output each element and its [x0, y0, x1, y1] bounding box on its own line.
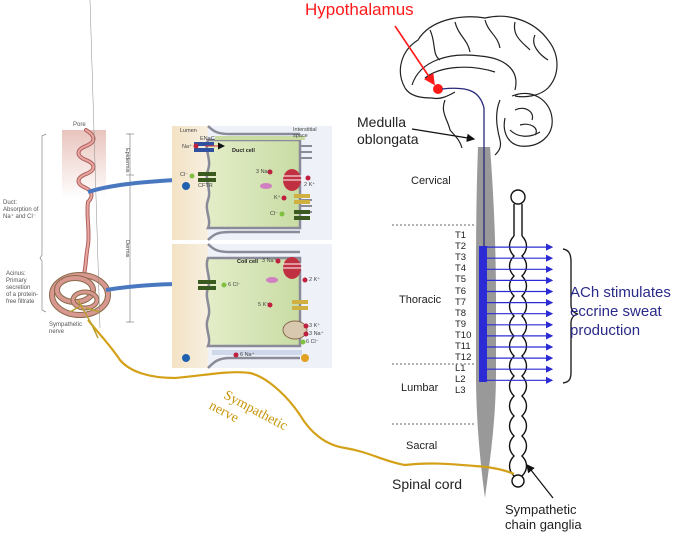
coil-to-cell-arrow [105, 282, 181, 292]
medulla-arrow [411, 128, 476, 142]
outflow-label-line3: production [570, 322, 641, 339]
hypothalamus-label: Hypothalamus [305, 0, 414, 19]
gland-nerve-label-line2: nerve [49, 329, 65, 335]
segment-label-t10: T10 [455, 329, 472, 341]
duct-k-label: K⁺ [274, 195, 281, 201]
segment-label-t12: T12 [455, 352, 472, 364]
segment-label-t6: T6 [455, 285, 467, 297]
segment-label-t1: T1 [455, 230, 467, 241]
pore-label: Pore [73, 122, 86, 128]
medulla-label-line1: Medulla [357, 114, 407, 130]
medulla-label-line2: oblongata [357, 131, 419, 147]
hypothalamus-marker [433, 84, 443, 94]
outflow-brace [562, 248, 579, 384]
duct-to-cell-arrow [87, 178, 177, 194]
region-lumbar: Lumbar [401, 382, 439, 394]
region-dividers [392, 224, 476, 425]
region-cervical: Cervical [411, 175, 451, 187]
outflow-label-line2: eccrine sweat [570, 303, 662, 320]
segment-label-t2: T2 [455, 241, 467, 253]
segment-label-t4: T4 [455, 263, 467, 275]
coil-cell-panel [172, 243, 332, 369]
coil-3na-label: 3 Na⁺ [262, 258, 277, 264]
interstitial-label: Interstitial space [293, 127, 317, 139]
coil-3k-label: 3 K⁺ [309, 323, 321, 329]
outflow-label: ACh stimulates eccrine sweat production [570, 283, 671, 340]
lumen-label: Lumen [180, 128, 197, 134]
outflow-label-line1: ACh stimulates [570, 284, 671, 301]
segment-label-l1: L1 [455, 363, 466, 375]
segment-label-t11: T11 [455, 341, 471, 352]
spinal-cord-label: Spinal cord [392, 476, 463, 492]
region-sacral: Sacral [406, 440, 438, 452]
medulla-label: Medulla oblongata [357, 114, 419, 148]
epidermis-label: Epidermis [124, 148, 130, 173]
acinus-label-line4: of a protein- [6, 292, 39, 298]
coil-5k-label: 5 K⁺ [258, 302, 270, 308]
coil-3na-b-label: 3 Na⁺ [309, 331, 324, 337]
segment-label-t5: T5 [455, 274, 467, 286]
gland-nerve-label: Sympathetic nerve [49, 322, 82, 336]
gland-nerve-label-line1: Sympathetic [49, 322, 83, 328]
duct-label-line3: Na⁺ and Cl⁻ [3, 214, 37, 220]
interstitial-label-line1: Interstitial [293, 127, 317, 133]
segment-label-l3: L3 [455, 385, 466, 397]
na-label: Na⁺ [182, 144, 192, 150]
coil-2k-label: 2 K⁺ [309, 277, 321, 283]
acinus-label-line5: free filtrate [6, 299, 35, 305]
ganglia-label-line2: chain ganglia [505, 517, 582, 532]
thoracolumbar-outflow-region [479, 246, 487, 382]
sympathetic-nerve-path [87, 319, 515, 476]
enac-label: ENaC [200, 136, 215, 142]
segment-label-t3: T3 [455, 252, 467, 264]
duct-label-line1: Duct: [3, 200, 18, 206]
duct-2k-label: 2 K⁺ [304, 182, 316, 188]
ganglia-label-line1: Sympathetic [505, 502, 577, 517]
hypothalamus-arrow [394, 25, 435, 86]
segment-label-l2: L2 [455, 374, 466, 386]
duct-cl-label: Cl⁻ [270, 211, 279, 217]
duct-3na-label: 3 Na⁺ [256, 169, 271, 175]
outflow-arrows [484, 243, 554, 384]
coil-6cl-left-label: 6 Cl⁻ [228, 282, 241, 288]
cl-label: Cl⁻ [180, 172, 189, 178]
interstitial-label-line2: space [293, 133, 308, 139]
dermis-label: Dermis [124, 240, 130, 258]
duct-label-line2: Absorption of [3, 207, 39, 213]
acinus-label: Acinus: Primary secretion of a protein- … [6, 271, 38, 306]
cftr-label: CFTR [198, 183, 213, 189]
segment-label-t9: T9 [455, 318, 467, 330]
ganglia-label: Sympathetic chain ganglia [505, 502, 582, 532]
acinus-label-line2: Primary [6, 278, 27, 284]
duct-cell-panel [172, 125, 332, 241]
region-thoracic: Thoracic [399, 294, 442, 306]
duct-cell-label: Duct cell [232, 148, 255, 154]
segment-label-t7: T7 [455, 296, 467, 308]
gland-brackets [39, 133, 134, 323]
segment-label-t8: T8 [455, 307, 467, 319]
coil-6cl-label: 6 Cl⁻ [306, 339, 319, 345]
coil-6na-label: 6 Na⁺ [240, 352, 255, 358]
sympathetic-chain [508, 189, 528, 488]
brain-outline [399, 15, 558, 156]
duct-label: Duct: Absorption of Na⁺ and Cl⁻ [3, 200, 38, 221]
acinus-label-line1: Acinus: [6, 271, 26, 277]
secretory-coil [49, 272, 111, 318]
descending-pathway [441, 87, 485, 180]
ganglia-arrow [526, 464, 554, 499]
acinus-label-line3: secretion [6, 285, 31, 291]
coil-cell-label: Coil cell [237, 259, 259, 265]
